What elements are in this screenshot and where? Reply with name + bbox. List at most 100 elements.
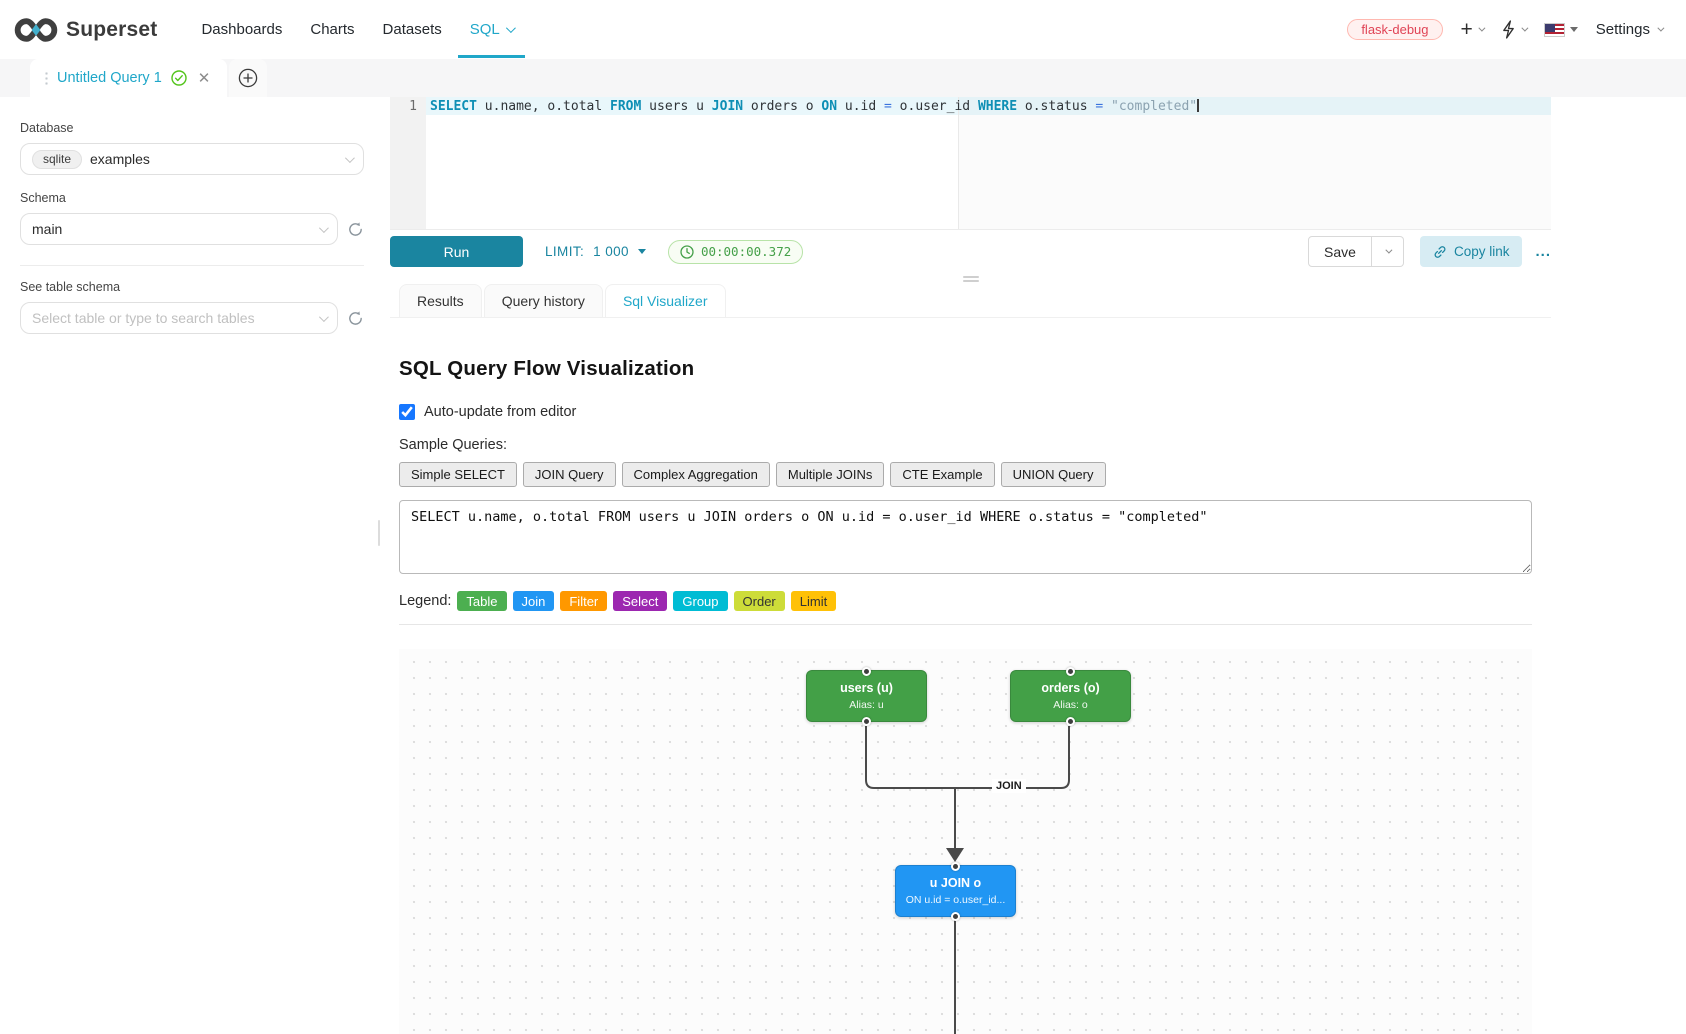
table-select-placeholder: Select table or type to search tables	[32, 310, 255, 326]
query-tab-title: Untitled Query 1	[57, 70, 162, 86]
caret-down-icon	[637, 249, 646, 254]
timer-value: 00:00:00.372	[700, 244, 792, 259]
lightning-icon	[1502, 20, 1514, 39]
copy-link-button[interactable]: Copy link	[1419, 236, 1523, 267]
node-handle[interactable]	[862, 716, 871, 726]
flow-node-users[interactable]: users (u) Alias: u	[806, 666, 927, 726]
sample-queries-label: Sample Queries:	[399, 437, 507, 453]
sidebar-divider	[20, 265, 364, 266]
superset-logo[interactable]: Superset	[14, 16, 157, 44]
node-handle[interactable]	[951, 861, 960, 871]
query-tab[interactable]: Untitled Query 1 ✕	[30, 59, 228, 97]
settings-label: Settings	[1595, 21, 1650, 38]
query-saved-check-icon	[171, 70, 187, 86]
south-pane-resize-handle[interactable]	[962, 276, 979, 282]
chevron-down-icon	[505, 23, 516, 34]
nav-sql[interactable]: SQL	[456, 0, 527, 59]
table-select[interactable]: Select table or type to search tables	[20, 302, 338, 334]
limit-dropdown[interactable]: LIMIT: 1 000	[545, 244, 646, 259]
drag-handle-icon[interactable]	[45, 70, 48, 86]
plus-icon: +	[1460, 18, 1473, 41]
panel-resize-handle[interactable]	[378, 520, 380, 546]
refresh-tables-icon[interactable]	[347, 310, 364, 327]
sample-join-query-button[interactable]: JOIN Query	[522, 462, 616, 487]
query-timer-badge: 00:00:00.372	[667, 239, 804, 264]
database-select-value: examples	[90, 151, 150, 167]
nav-datasets[interactable]: Datasets	[382, 21, 442, 38]
node-subtitle: Alias: u	[849, 699, 884, 711]
flow-node-join[interactable]: u JOIN o ON u.id = o.user_id...	[895, 861, 1016, 921]
refresh-schemas-icon[interactable]	[347, 221, 364, 238]
superset-infinity-icon	[14, 17, 58, 42]
language-picker[interactable]	[1543, 22, 1578, 37]
sample-query-buttons: Simple SELECT JOIN Query Complex Aggrega…	[399, 462, 1523, 487]
auto-update-toggle[interactable]: Auto-update from editor	[399, 404, 1523, 420]
node-handle[interactable]	[862, 666, 871, 676]
save-options-button[interactable]	[1371, 236, 1404, 267]
nav-dashboards[interactable]: Dashboards	[201, 21, 283, 38]
node-handle[interactable]	[951, 911, 960, 921]
sql-visualizer-panel: SQL Query Flow Visualization Auto-update…	[390, 318, 1551, 1034]
editor-cursor	[1197, 99, 1200, 112]
table-schema-label: See table schema	[20, 280, 121, 294]
editor-line-gutter: 1	[390, 97, 426, 229]
chevron-down-icon	[318, 311, 329, 322]
editor-print-margin-area	[959, 97, 1551, 229]
legend-limit-badge: Limit	[790, 591, 837, 611]
database-select[interactable]: sqlite examples	[20, 143, 364, 175]
close-tab-icon[interactable]: ✕	[197, 70, 211, 87]
chevron-down-icon	[1478, 24, 1486, 32]
node-subtitle: Alias: o	[1053, 699, 1088, 711]
sample-cte-example-button[interactable]: CTE Example	[890, 462, 995, 487]
us-flag-icon	[1543, 22, 1565, 37]
legend-group-badge: Group	[673, 591, 728, 611]
sql-code-line[interactable]: SELECT u.name, o.total FROM users u JOIN…	[430, 99, 1200, 114]
content-divider	[399, 624, 1532, 625]
settings-menu[interactable]: Settings	[1595, 21, 1665, 38]
new-query-tab-button[interactable]	[229, 59, 268, 97]
top-navbar: Superset Dashboards Charts Datasets SQL …	[0, 0, 1686, 59]
chevron-down-icon	[1521, 24, 1529, 32]
save-query-button[interactable]: Save	[1308, 236, 1372, 267]
legend-join-badge: Join	[512, 591, 555, 611]
legend-order-badge: Order	[733, 591, 785, 611]
sample-union-query-button[interactable]: UNION Query	[1000, 462, 1106, 487]
environment-badge: flask-debug	[1347, 19, 1443, 40]
query-search-button[interactable]	[1501, 20, 1529, 39]
clock-icon	[680, 244, 694, 259]
tab-sql-visualizer[interactable]: Sql Visualizer	[604, 284, 726, 317]
sample-simple-select-button[interactable]: Simple SELECT	[399, 462, 517, 487]
more-actions-button[interactable]: ...	[1535, 243, 1551, 260]
schema-select[interactable]: main	[20, 213, 338, 245]
sql-editor[interactable]: 1 SELECT u.name, o.total FROM users u JO…	[390, 97, 1551, 230]
sample-complex-aggregation-button[interactable]: Complex Aggregation	[621, 462, 770, 487]
sql-toolbar: Run LIMIT: 1 000 00:00:00.372 Save	[390, 230, 1551, 268]
limit-label: LIMIT:	[545, 244, 585, 259]
flow-node-orders[interactable]: orders (o) Alias: o	[1010, 666, 1131, 726]
editor-print-margin	[958, 97, 959, 229]
copy-link-label: Copy link	[1453, 244, 1510, 259]
new-item-button[interactable]: +	[1460, 18, 1486, 41]
tab-query-history[interactable]: Query history	[483, 284, 603, 317]
query-tabstrip: Untitled Query 1 ✕	[0, 59, 1686, 97]
sample-multiple-joins-button[interactable]: Multiple JOINs	[775, 462, 885, 487]
node-handle[interactable]	[1066, 716, 1075, 726]
tab-results[interactable]: Results	[399, 284, 482, 317]
sql-input-textarea[interactable]: SELECT u.name, o.total FROM users u JOIN…	[399, 500, 1532, 574]
nav-charts[interactable]: Charts	[310, 21, 355, 38]
database-label: Database	[20, 121, 74, 135]
chevron-down-icon	[1657, 24, 1665, 32]
join-edge-label: JOIN	[992, 779, 1026, 793]
node-title: users (u)	[840, 681, 893, 695]
visualizer-title: SQL Query Flow Visualization	[399, 357, 695, 380]
database-engine-badge: sqlite	[32, 149, 83, 169]
legend-table-badge: Table	[457, 591, 507, 611]
run-query-button[interactable]: Run	[390, 236, 523, 267]
editor-active-line-highlight	[426, 97, 1551, 115]
auto-update-checkbox[interactable]	[399, 404, 415, 420]
node-handle[interactable]	[1066, 666, 1075, 676]
chevron-down-icon	[344, 152, 355, 163]
auto-update-label: Auto-update from editor	[424, 404, 577, 420]
query-flow-canvas[interactable]: users (u) Alias: u orders (o) Alias: o J…	[399, 649, 1532, 1034]
legend-select-badge: Select	[613, 591, 668, 611]
